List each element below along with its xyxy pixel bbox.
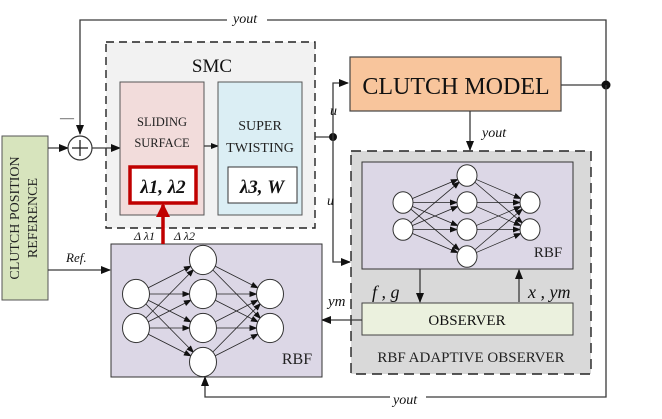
- observer-label: OBSERVER: [428, 313, 505, 329]
- hidden-node: [189, 244, 217, 276]
- network-connection: [145, 268, 195, 319]
- hidden-node: [456, 164, 478, 187]
- clutch-model-label: CLUTCH MODEL: [362, 74, 549, 100]
- u-upper-label: u: [330, 104, 337, 119]
- output-node: [519, 218, 541, 241]
- network-connection: [412, 233, 459, 254]
- reference-label-line1: CLUTCH POSITION: [8, 156, 23, 279]
- super-label-line2: TWISTING: [226, 141, 294, 156]
- output-node: [519, 191, 541, 214]
- network-connection: [412, 178, 459, 199]
- clutch-position-reference-block: [1, 135, 49, 301]
- rbf-adaptive-observer-title: RBF ADAPTIVE OBSERVER: [377, 350, 564, 366]
- controller-rbf-label: RBF: [282, 351, 312, 368]
- network-connection: [214, 265, 259, 289]
- network-connection: [476, 206, 522, 226]
- super-params-box: [227, 166, 298, 204]
- observer-block: [361, 302, 574, 336]
- network-connection: [147, 333, 192, 357]
- sliding-label-line2: SURFACE: [134, 136, 190, 150]
- network-connection: [147, 265, 192, 289]
- delta-lambda2-label: Δ λ2: [173, 229, 195, 243]
- u-to-clutch-wire: [332, 79, 349, 137]
- smc-title: SMC: [192, 56, 232, 77]
- u-to-observer-wire: [332, 137, 351, 266]
- yout-feedback-top-wire: [76, 19, 607, 135]
- yout-bottom-label: yout: [391, 393, 418, 408]
- controller-rbf-network: [122, 244, 284, 378]
- output-node: [256, 312, 284, 344]
- u-lower-label: u: [327, 194, 334, 209]
- network-connection: [476, 179, 522, 199]
- delta-lambda1-label: Δ λ1: [133, 229, 155, 243]
- yout-bottom-label-bg: [390, 390, 426, 404]
- observer-rbf-network: [392, 164, 541, 268]
- input-node: [392, 218, 414, 241]
- network-connection: [214, 299, 259, 323]
- super-label-line1: SUPER: [238, 119, 282, 134]
- yout-top-label-bg: [227, 10, 267, 26]
- network-connection: [412, 205, 459, 226]
- network-connection: [212, 302, 262, 353]
- sliding-label-line1: SLIDING: [137, 115, 187, 129]
- fg-label: f , g: [372, 282, 400, 302]
- hidden-node: [456, 218, 478, 241]
- reference-label-line2: REFERENCE: [26, 178, 41, 258]
- observer-rbf-label: RBF: [534, 245, 562, 261]
- input-node: [122, 312, 150, 344]
- super-params: λ3, W: [239, 177, 285, 198]
- input-node: [392, 191, 414, 214]
- network-connection: [214, 333, 259, 357]
- network-connection: [410, 181, 461, 224]
- network-connection: [476, 233, 522, 253]
- yout-top-label: yout: [231, 12, 258, 27]
- x-ym-label: x , ym: [527, 282, 570, 302]
- hidden-node: [189, 278, 217, 310]
- hidden-node: [456, 191, 478, 214]
- minus-sign: —: [59, 111, 75, 126]
- sliding-params-box: [128, 165, 198, 205]
- network-connection: [474, 208, 524, 251]
- ym-label: ym: [326, 294, 346, 310]
- hidden-node: [189, 312, 217, 344]
- sliding-params: λ1, λ2: [139, 177, 186, 198]
- hidden-node: [456, 245, 478, 268]
- output-node: [256, 278, 284, 310]
- hidden-node: [189, 346, 217, 378]
- clutch-model-block: [349, 56, 562, 112]
- ref-label: Ref.: [65, 250, 87, 265]
- input-node: [122, 278, 150, 310]
- yout-clutch-label: yout: [480, 126, 507, 141]
- network-connection: [147, 299, 192, 323]
